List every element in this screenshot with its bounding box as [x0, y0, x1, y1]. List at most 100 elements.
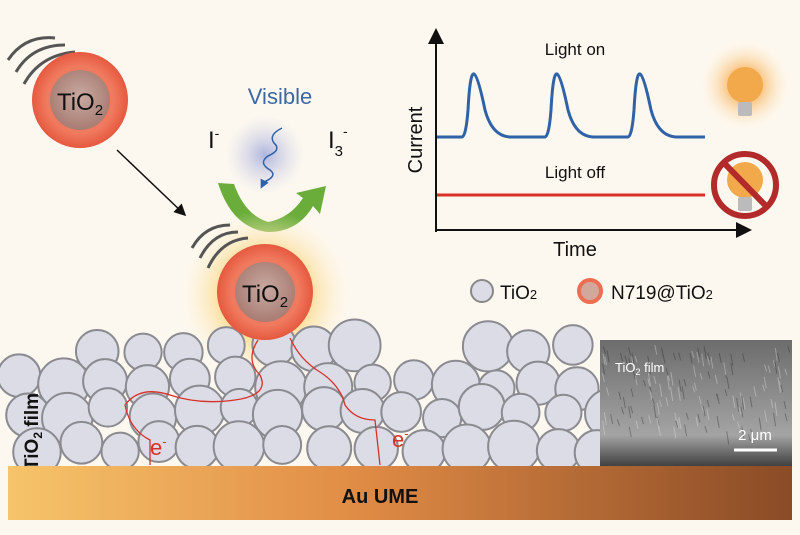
sem-texture — [750, 428, 754, 437]
sem-texture — [707, 371, 711, 379]
sem-texture — [703, 346, 707, 359]
light-glow — [225, 115, 305, 195]
film-particle — [87, 387, 129, 428]
x-axis-label: Time — [553, 239, 597, 261]
tio2-particle-falling: TiO2 — [32, 52, 128, 148]
svg-text:TiO2: TiO2 — [500, 283, 537, 304]
sem-texture — [676, 419, 680, 429]
sem-texture — [649, 389, 653, 401]
sem-texture — [648, 381, 652, 392]
sem-texture — [678, 379, 682, 392]
sem-texture — [742, 397, 746, 410]
sem-texture — [691, 350, 695, 359]
sem-texture — [693, 382, 697, 391]
electrode-label: Au UME — [342, 486, 419, 508]
sem-texture — [672, 352, 676, 361]
sem-texture — [774, 347, 778, 361]
sem-texture — [628, 358, 632, 367]
sem-texture — [695, 416, 699, 427]
sem-texture — [651, 398, 655, 405]
tio2-particle-landed: TiO2 — [217, 244, 313, 340]
sem-texture — [689, 353, 693, 364]
sem-inset-image: TiO2 film 2 μm — [600, 340, 792, 467]
sem-texture — [631, 353, 635, 365]
sem-texture — [732, 395, 736, 408]
sem-texture — [741, 396, 745, 410]
sem-texture — [602, 363, 606, 375]
triiodide-label: I3- — [328, 123, 348, 160]
film-particle — [301, 386, 347, 432]
sem-texture — [673, 426, 677, 439]
sem-texture — [764, 410, 768, 423]
sem-texture — [674, 412, 678, 425]
sem-texture — [620, 352, 623, 362]
sem-texture — [667, 373, 671, 382]
sem-texture — [628, 347, 631, 356]
sem-texture — [684, 424, 688, 437]
motion-lines-icon — [6, 36, 76, 85]
motion-lines-icon — [190, 223, 249, 269]
sem-texture — [632, 369, 636, 380]
sem-texture — [767, 365, 771, 374]
sem-texture — [774, 402, 778, 417]
legend: TiO2 N719@TiO2 — [470, 278, 713, 304]
iodide-label: I- — [208, 125, 220, 154]
sem-texture — [685, 412, 689, 420]
sem-texture — [648, 366, 652, 375]
sem-texture — [777, 376, 781, 387]
sem-texture — [677, 387, 681, 401]
sem-texture — [730, 363, 734, 376]
sem-texture — [601, 373, 605, 383]
sem-texture — [656, 402, 660, 415]
sem-texture — [777, 379, 781, 394]
sem-texture — [659, 383, 663, 397]
sem-texture — [665, 367, 669, 376]
sem-texture — [784, 413, 788, 422]
sem-texture — [723, 362, 727, 375]
film-particle — [327, 318, 382, 373]
sem-texture — [634, 356, 638, 363]
photon-wave-icon — [260, 127, 283, 189]
sem-texture — [657, 424, 661, 436]
light-bulb-off-icon — [711, 151, 779, 219]
film-particle — [306, 425, 353, 472]
svg-text:N719@TiO2: N719@TiO2 — [611, 283, 713, 304]
sem-texture — [653, 375, 657, 385]
sem-texture — [698, 396, 702, 405]
sem-texture — [701, 353, 705, 367]
sem-texture — [659, 400, 663, 408]
sem-texture — [783, 400, 787, 410]
sem-texture — [628, 406, 632, 419]
sem-texture — [706, 356, 710, 366]
sem-texture — [772, 359, 776, 368]
sem-texture — [697, 348, 701, 358]
sem-texture — [764, 364, 768, 372]
sem-texture — [758, 417, 762, 431]
sem-texture — [697, 413, 701, 423]
light-on-label: Light on — [545, 40, 606, 59]
sem-texture — [666, 376, 670, 391]
sem-texture — [641, 416, 644, 425]
sem-texture — [740, 406, 744, 418]
sem-texture — [726, 377, 730, 390]
film-particle — [59, 420, 104, 465]
light-on-trace — [437, 72, 705, 139]
sem-texture — [661, 347, 665, 358]
film-particle — [380, 391, 422, 433]
light-bulb-on-icon — [700, 40, 790, 130]
electron-label: e- — [150, 434, 167, 460]
sem-texture — [749, 396, 753, 408]
sem-texture — [723, 365, 727, 378]
sem-texture — [647, 355, 651, 365]
sem-texture — [643, 379, 646, 387]
sem-texture — [706, 408, 710, 421]
sem-texture — [747, 434, 751, 442]
legend-item-n719-tio2: N719@TiO2 — [577, 278, 713, 304]
sem-texture — [616, 419, 620, 427]
sem-texture — [634, 375, 638, 386]
sem-texture — [724, 389, 728, 397]
sem-texture — [665, 397, 669, 407]
film-particle — [262, 424, 303, 465]
film-particle — [0, 353, 42, 398]
